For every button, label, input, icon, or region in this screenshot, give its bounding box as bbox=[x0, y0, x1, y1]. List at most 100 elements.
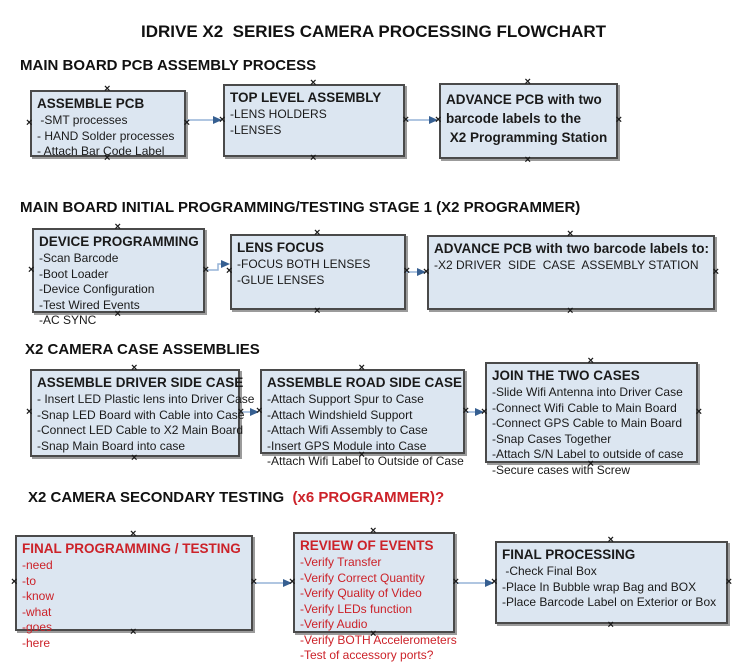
anchor-x-icon: × bbox=[114, 221, 121, 233]
anchor-x-icon: × bbox=[130, 528, 137, 540]
box-item: -Attach S/N Label to outside of case bbox=[492, 447, 684, 461]
anchor-x-icon: × bbox=[567, 228, 574, 240]
box-item: -Check Final Box bbox=[502, 564, 597, 578]
box-item: -Verify Transfer bbox=[300, 555, 382, 569]
anchor-x-icon: × bbox=[403, 265, 410, 277]
box-item: -need bbox=[22, 558, 53, 572]
box-item: -Snap LED Board with Cable into Case bbox=[37, 407, 245, 422]
box-title: LENS FOCUS bbox=[237, 240, 325, 255]
anchor-x-icon: × bbox=[256, 404, 263, 417]
box-item-overflow: -Test of accessory ports? bbox=[300, 648, 434, 662]
arrow-toplevel-to-advance bbox=[406, 116, 438, 124]
box-item: -Place In Bubble wrap Bag and BOX bbox=[502, 579, 697, 594]
box-title: DEVICE PROGRAMMING bbox=[39, 234, 199, 249]
box-item: -Insert GPS Module into Case bbox=[267, 438, 427, 453]
anchor-x-icon: × bbox=[435, 114, 442, 126]
box-line: ADVANCE PCB with two bbox=[446, 92, 602, 107]
box-item: -Snap Main Board into case bbox=[37, 438, 186, 453]
box-item: -here bbox=[22, 635, 51, 650]
flow-box-assemble-pcb: ASSEMBLE PCB -SMT processes - HAND Solde… bbox=[26, 84, 190, 164]
anchor-x-icon: × bbox=[183, 116, 190, 129]
box-item: -Place Barcode Label on Exterior or Box bbox=[502, 595, 717, 609]
anchor-x-icon: × bbox=[615, 114, 622, 126]
box-item: -what bbox=[22, 604, 52, 619]
anchor-x-icon: × bbox=[104, 83, 111, 95]
anchor-x-icon: × bbox=[567, 305, 574, 317]
box-item: -Secure cases with Screw bbox=[492, 462, 631, 477]
box-title: ADVANCE PCB with two barcode labels to: bbox=[434, 241, 710, 256]
box-item: -to bbox=[22, 573, 37, 588]
section-heading-secondary-testing: X2 CAMERA SECONDARY TESTING (x6 PROGRAMM… bbox=[28, 489, 444, 506]
anchor-x-icon: × bbox=[310, 152, 317, 164]
anchor-x-icon: × bbox=[587, 355, 594, 367]
box-item: -LENS HOLDERS bbox=[230, 107, 327, 121]
flow-box-final-processing: FINAL PROCESSING -Check Final Box -Place… bbox=[491, 535, 732, 631]
box-title: ASSEMBLE DRIVER SIDE CASE bbox=[37, 375, 244, 390]
box-title: ASSEMBLE ROAD SIDE CASE bbox=[267, 375, 463, 390]
box-title: TOP LEVEL ASSEMBLY bbox=[230, 90, 382, 105]
anchor-x-icon: × bbox=[131, 362, 138, 374]
flow-box-advance-pcb-programming-station: ADVANCE PCB with two barcode labels to t… bbox=[435, 77, 622, 166]
box-item: -Verify Quality of Video bbox=[300, 586, 422, 600]
box-item: - Attach Bar Code Label bbox=[37, 144, 165, 158]
anchor-x-icon: × bbox=[219, 113, 226, 126]
page-title: IDRIVE X2 SERIES CAMERA PROCESSING FLOWC… bbox=[140, 22, 607, 41]
box-line: barcode labels to the bbox=[446, 111, 582, 126]
box-item: -Connect Wifi Cable to Main Board bbox=[492, 400, 677, 415]
arrow-lensfocus-to-advance bbox=[406, 268, 426, 276]
box-line: X2 Programming Station bbox=[446, 130, 608, 145]
box-item: -AC SYNC bbox=[39, 313, 97, 327]
box-item: -Verify LEDs function bbox=[300, 601, 413, 616]
anchor-x-icon: × bbox=[695, 405, 702, 418]
arrow-roadside-to-join bbox=[466, 408, 484, 416]
anchor-x-icon: × bbox=[314, 305, 321, 317]
box-item: -GLUE LENSES bbox=[237, 272, 325, 287]
box-item: -know bbox=[22, 589, 55, 603]
anchor-x-icon: × bbox=[481, 405, 488, 418]
arrow-finalprog-to-review bbox=[254, 579, 292, 587]
anchor-x-icon: × bbox=[226, 265, 233, 277]
section-heading-initial-programming: MAIN BOARD INITIAL PROGRAMMING/TESTING S… bbox=[20, 199, 581, 216]
anchor-x-icon: × bbox=[524, 154, 531, 166]
box-title: FINAL PROCESSING bbox=[502, 547, 636, 562]
box-title: REVIEW OF EVENTS bbox=[300, 538, 434, 553]
anchor-x-icon: × bbox=[462, 404, 469, 417]
box-title: FINAL PROGRAMMING / TESTING bbox=[22, 541, 241, 556]
box-item: -Test Wired Events bbox=[39, 297, 140, 312]
section-heading-case-assemblies: X2 CAMERA CASE ASSEMBLIES bbox=[25, 341, 260, 358]
anchor-x-icon: × bbox=[11, 576, 18, 588]
box-item: -Connect LED Cable to X2 Main Board bbox=[37, 423, 244, 437]
flow-box-review-of-events: REVIEW OF EVENTS -Verify Transfer -Verif… bbox=[289, 526, 459, 662]
anchor-x-icon: × bbox=[131, 452, 138, 464]
anchor-x-icon: × bbox=[607, 534, 614, 546]
section-heading-pcb-assembly: MAIN BOARD PCB ASSEMBLY PROCESS bbox=[20, 57, 317, 74]
anchor-x-icon: × bbox=[26, 406, 33, 418]
box-item: -Verify Correct Quantity bbox=[300, 570, 425, 585]
box-item: -Verify Audio bbox=[300, 617, 368, 631]
box-item: -Attach Support Spur to Case bbox=[267, 392, 424, 406]
anchor-x-icon: × bbox=[491, 575, 498, 588]
anchor-x-icon: × bbox=[725, 575, 732, 588]
box-title: ASSEMBLE PCB bbox=[37, 96, 145, 111]
arrow-assemble-to-toplevel bbox=[187, 116, 222, 124]
anchor-x-icon: × bbox=[524, 76, 531, 88]
box-item: - HAND Solder processes bbox=[37, 128, 175, 143]
flow-box-advance-pcb-driver-side: ADVANCE PCB with two barcode labels to: … bbox=[423, 229, 719, 317]
anchor-x-icon: × bbox=[402, 113, 409, 126]
flow-box-final-programming-testing: FINAL PROGRAMMING / TESTING -need -to -k… bbox=[11, 529, 257, 650]
flow-box-top-level-assembly: TOP LEVEL ASSEMBLY -LENS HOLDERS -LENSES… bbox=[219, 78, 409, 164]
box-item: - Insert LED Plastic lens into Driver Ca… bbox=[37, 392, 255, 406]
flow-box-lens-focus: LENS FOCUS -FOCUS BOTH LENSES -GLUE LENS… bbox=[226, 228, 410, 317]
box-item: -Attach Windshield Support bbox=[267, 407, 413, 422]
box-item: -Scan Barcode bbox=[39, 251, 119, 265]
anchor-x-icon: × bbox=[423, 265, 430, 278]
box-item: -Attach Wifi Label to Outside of Case bbox=[267, 454, 464, 468]
anchor-x-icon: × bbox=[250, 576, 257, 588]
anchor-x-icon: × bbox=[310, 77, 317, 89]
anchor-x-icon: × bbox=[289, 575, 296, 588]
box-item: -X2 DRIVER SIDE CASE ASSEMBLY STATION bbox=[434, 258, 699, 272]
flow-box-assemble-driver-side-case: ASSEMBLE DRIVER SIDE CASE - Insert LED P… bbox=[26, 363, 255, 464]
box-item: -Slide Wifi Antenna into Driver Case bbox=[492, 385, 683, 399]
box-item: -SMT processes bbox=[37, 113, 128, 127]
